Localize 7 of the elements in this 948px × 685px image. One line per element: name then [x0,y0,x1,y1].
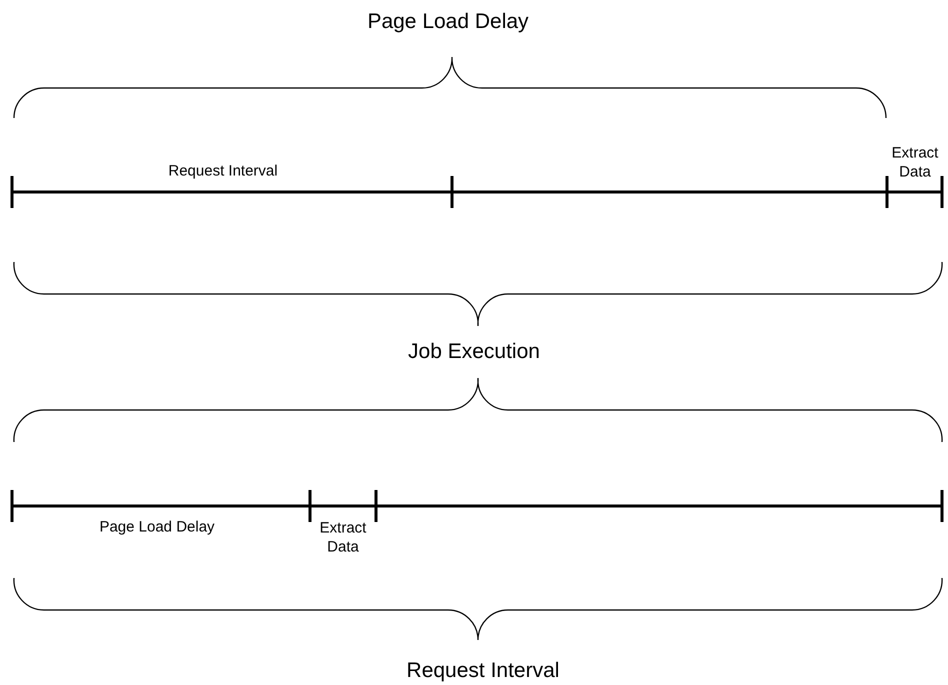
brace-label: Request Interval [406,658,560,684]
segment-label: Page Load Delay [98,518,216,538]
segment-label: Request Interval [167,162,279,182]
segment-label: Extract Data [890,144,940,182]
brace-label: Page Load Delay [366,8,530,35]
brace-label: Job Execution [407,338,541,365]
segment-label: Extract Data [318,519,368,557]
